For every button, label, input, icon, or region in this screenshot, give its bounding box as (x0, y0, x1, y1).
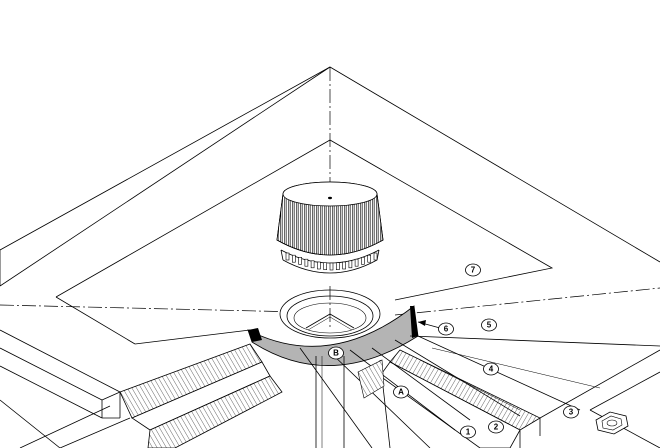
callout-2: 2 (488, 420, 504, 434)
svg-text:4: 4 (489, 365, 494, 374)
callout-1: 1 (460, 425, 476, 439)
svg-text:3: 3 (569, 408, 574, 417)
strainer-slot (367, 254, 372, 263)
strainer-slots (285, 252, 378, 271)
right-slab-layers (379, 335, 660, 448)
strainer-slot (354, 258, 359, 267)
membrane-sheet (55, 139, 554, 345)
strainer-slot (335, 262, 340, 271)
strainer-slot (285, 252, 290, 261)
svg-text:6: 6 (444, 325, 449, 334)
centerline-right (394, 287, 660, 316)
left-slab-layers (0, 329, 283, 448)
callout-6-leader (417, 320, 441, 329)
callout-b: B (328, 346, 344, 360)
strainer-slot (291, 254, 296, 263)
svg-text:1: 1 (466, 428, 471, 437)
drain-bowl (279, 286, 381, 339)
callout-4: 4 (483, 362, 499, 376)
strainer-slot (329, 262, 334, 271)
callout-7: 7 (465, 263, 481, 277)
hex-nut (595, 411, 629, 435)
svg-text:A: A (398, 388, 404, 397)
dome-strainer (276, 181, 384, 274)
strainer-slot (373, 252, 378, 261)
callout-3: 3 (563, 405, 579, 419)
svg-text:B: B (333, 349, 339, 358)
callout-5: 5 (481, 318, 497, 332)
strainer-slot (298, 256, 302, 265)
callout-a: A (393, 385, 409, 399)
svg-text:2: 2 (494, 423, 499, 432)
strainer-slot (310, 260, 315, 269)
outlet-pipe (315, 356, 345, 448)
callout-labels: 7 6 5 4 3 2 1 A B (328, 263, 579, 439)
callout-6: 6 (438, 322, 454, 336)
strainer-slot (361, 256, 365, 265)
centerline-left (0, 304, 301, 313)
svg-text:5: 5 (487, 321, 492, 330)
strainer-slot (342, 261, 346, 270)
strainer-slot (348, 260, 353, 269)
strainer-slot (323, 262, 328, 271)
strainer-slot (304, 258, 309, 267)
svg-text:7: 7 (471, 266, 476, 275)
strainer-slot (317, 261, 321, 270)
